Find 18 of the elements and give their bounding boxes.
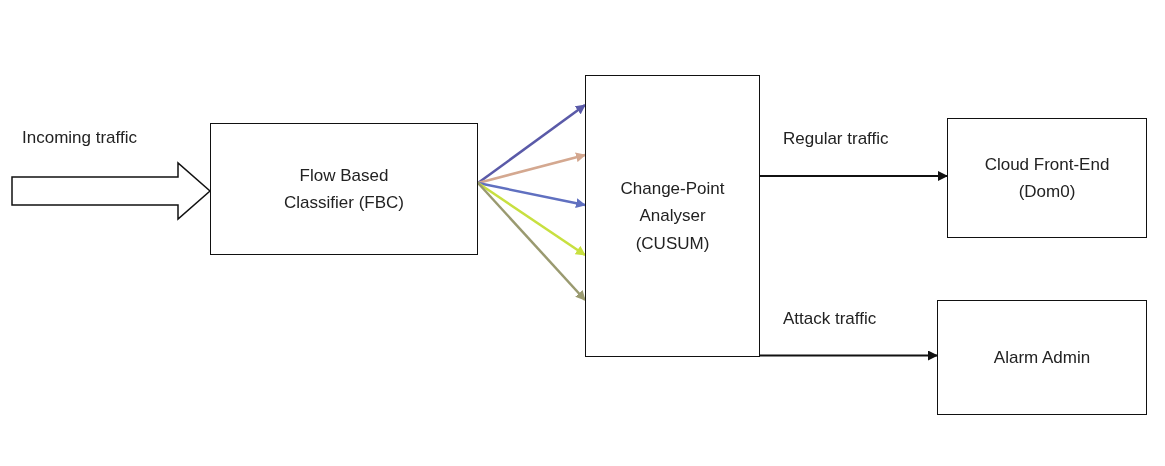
- edge-label: Incoming traffic: [22, 128, 137, 148]
- arrow: [477, 182, 586, 301]
- box-label: Change-Point Analyser (CUSUM): [619, 178, 726, 255]
- arrow: [759, 171, 948, 181]
- process-box: [210, 123, 478, 255]
- process-box: [947, 118, 1147, 238]
- process-box: [937, 300, 1147, 415]
- arrow: [477, 181, 586, 209]
- edge-label: Regular traffic: [783, 129, 889, 149]
- block-arrow: [11, 161, 212, 221]
- arrow: [477, 152, 586, 185]
- process-box: [585, 75, 760, 357]
- arrow: [477, 181, 586, 257]
- box-label: Flow Based Classifier (FBC): [283, 164, 405, 214]
- box-label: Alarm Admin: [993, 346, 1091, 369]
- box-label: Cloud Front-End (Dom0): [983, 153, 1111, 203]
- arrow: [477, 104, 586, 184]
- arrow: [759, 350, 938, 361]
